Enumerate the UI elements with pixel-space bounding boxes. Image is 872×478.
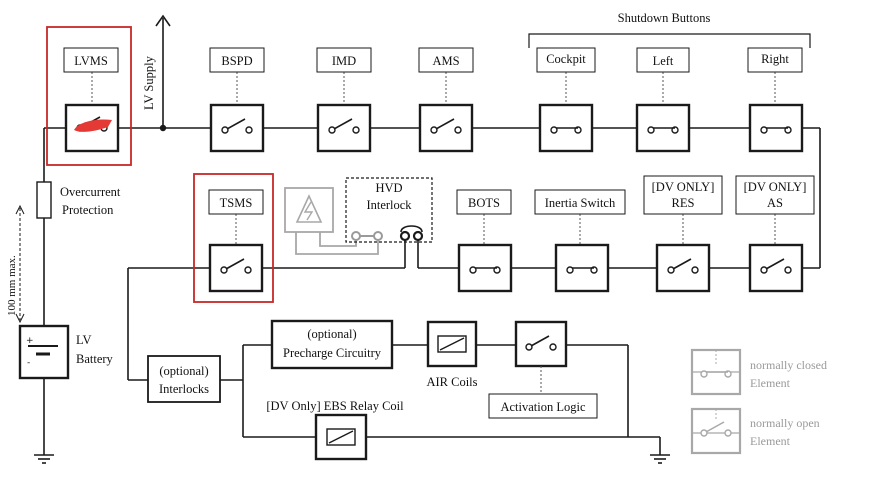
imd-label: IMD: [332, 54, 356, 68]
hvd-label-line1: HVD: [375, 181, 402, 195]
activation-logic-label: Activation Logic: [500, 400, 585, 414]
hvd-label-line2: Interlock: [366, 198, 412, 212]
res-label-line2: RES: [672, 196, 695, 210]
distance-dimension: [15, 204, 25, 324]
tsms-highlight: [193, 173, 274, 303]
svg-text:+: +: [26, 336, 34, 346]
left-button[interactable]: Left: [635, 47, 691, 153]
distance-label: 100 mm max.: [6, 255, 18, 316]
lv-battery: + -: [18, 324, 70, 380]
cockpit-button[interactable]: Cockpit: [536, 47, 596, 153]
legend-open-line2: Element: [750, 434, 791, 448]
legend-closed-line2: Element: [750, 376, 791, 390]
as-label-line2: AS: [767, 196, 783, 210]
ebs-relay-coil[interactable]: [314, 413, 368, 461]
lv-supply-label: LV Supply: [142, 55, 156, 110]
imd-switch[interactable]: IMD: [316, 47, 372, 153]
fuse-icon: [36, 181, 52, 219]
bspd-label: BSPD: [221, 54, 252, 68]
bots-switch[interactable]: BOTS: [456, 189, 513, 293]
bspd-switch[interactable]: BSPD: [209, 47, 265, 153]
legend-closed-line1: normally closed: [750, 358, 827, 372]
shutdown-buttons-label: Shutdown Buttons: [618, 11, 711, 25]
ams-label: AMS: [432, 54, 459, 68]
res-switch[interactable]: [DV ONLY] RES: [643, 175, 723, 293]
lv-battery-label-line1: LV: [76, 333, 92, 347]
ebs-label: [DV Only] EBS Relay Coil: [266, 399, 404, 413]
inertia-switch[interactable]: Inertia Switch: [534, 189, 626, 293]
left-label: Left: [653, 54, 674, 68]
interlocks-label-line1: (optional): [159, 364, 208, 378]
hv-gray-wires: [295, 232, 379, 255]
inertia-label: Inertia Switch: [545, 196, 616, 210]
legend-normally-open: [690, 407, 742, 455]
tsms-label: TSMS: [220, 196, 253, 210]
cockpit-label: Cockpit: [546, 52, 586, 66]
interlocks-label-line2: Interlocks: [159, 382, 209, 396]
right-label: Right: [761, 52, 789, 66]
interlocks-block[interactable]: (optional) Interlocks: [147, 355, 221, 403]
precharge-label-line1: (optional): [307, 327, 356, 341]
legend-open-line1: normally open: [750, 416, 820, 430]
precharge-label-line2: Precharge Circuitry: [283, 346, 382, 360]
as-switch[interactable]: [DV ONLY] AS: [735, 175, 815, 293]
air-coils-label: AIR Coils: [426, 375, 477, 389]
lvms-switch[interactable]: LVMS: [63, 47, 120, 153]
right-button[interactable]: Right: [747, 47, 804, 153]
shutdown-buttons-bracket: [528, 33, 811, 48]
precharge-block[interactable]: (optional) Precharge Circuitry: [270, 319, 394, 370]
legend-normally-closed: [690, 348, 742, 396]
ams-switch[interactable]: AMS: [418, 47, 474, 153]
lv-supply-junction: [159, 124, 167, 132]
air-coils-relay[interactable]: [426, 320, 478, 368]
tsms-switch[interactable]: TSMS: [208, 189, 264, 293]
activation-switch[interactable]: [514, 320, 568, 394]
activation-logic-block[interactable]: Activation Logic: [488, 393, 598, 419]
res-label-line1: [DV ONLY]: [652, 180, 715, 194]
lv-battery-label-line2: Battery: [76, 352, 114, 366]
lvms-label: LVMS: [74, 54, 108, 68]
svg-text:-: -: [27, 358, 30, 368]
overcurrent-label-line2: Protection: [62, 203, 114, 217]
ground-symbol-left: [34, 454, 54, 464]
overcurrent-label-line1: Overcurrent: [60, 185, 121, 199]
bots-label: BOTS: [468, 196, 500, 210]
as-label-line1: [DV ONLY]: [744, 180, 807, 194]
hvd-interlock-box: [345, 177, 433, 243]
hvd-connectors-icon: [351, 225, 424, 242]
highlight-marker-icon: [74, 119, 112, 132]
lvms-highlight: [46, 26, 132, 166]
ground-symbol-right: [650, 454, 670, 464]
hv-warning: [284, 187, 334, 233]
